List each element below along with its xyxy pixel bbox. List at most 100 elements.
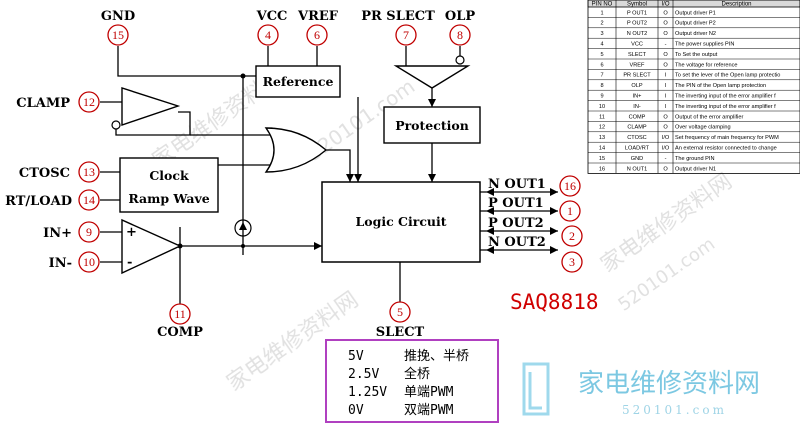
table-cell: The power supplies PIN [675,42,734,48]
table-cell: To Set the output [675,52,718,58]
table-cell: An external resistor connected to change [675,146,777,152]
pin-name-p-out1: P OUT1 [488,196,544,211]
table-cell: N OUT2 [627,31,648,37]
table-cell: O [663,21,668,27]
pin-name-n-out1: N OUT1 [488,177,546,192]
table-cell: P OUT1 [627,10,647,16]
table-cell: 16 [599,166,605,172]
table-cell: O [663,10,668,16]
table-cell: LOAD/RT [625,146,650,152]
table-cell: - [665,42,667,48]
pin-number-15: 15 [112,28,124,42]
logic-circuit-label: Logic Circuit [355,214,446,229]
clamp-reference-node [111,120,121,130]
table-cell: The inverting input of the error amplifi… [675,104,776,110]
table-cell: Output driver P2 [675,21,716,27]
table-cell: 11 [599,114,605,120]
olp-input-node [455,55,465,65]
pin-name-comp: COMP [157,325,203,340]
table-cell: 1 [600,10,603,16]
table-cell: I [665,104,667,110]
watermark-logo-url: 520101.com [622,403,727,417]
table-header-cell: Symbol [627,2,647,8]
table-cell: 6 [600,62,603,68]
watermark-logo-text: 家电维修资料网 [578,369,760,399]
table-cell: 8 [600,83,603,89]
table-cell: GND [631,156,643,162]
table-border [587,0,800,174]
pin-name-gnd: GND [101,9,135,24]
pin-name-pr-slect: PR SLECT [361,9,435,24]
pin-number-6: 6 [314,28,320,42]
pin-number-9: 9 [86,225,92,239]
clamp-comparator-symbol [121,87,181,126]
pin-name-olp: OLP [445,9,475,24]
table-cell: Output driver N1 [675,166,716,172]
mode-voltage: 0V [348,403,364,418]
table-cell: 2 [600,21,603,27]
mode-description: 单端PWM [404,385,454,400]
watermark-book-icon [522,362,550,416]
table-cell: 15 [599,156,605,162]
table-header-cell: Description [721,2,751,8]
pin-name-p-out2: P OUT2 [488,216,544,231]
table-header-bg [587,0,800,8]
or-gate-symbol [264,127,328,173]
mode-voltage: 2.5V [348,367,379,382]
mode-voltage: 1.25V [348,385,387,400]
table-cell: 9 [600,94,603,100]
pin-number-2: 2 [569,229,575,243]
pin-number-16: 16 [564,179,576,193]
table-cell: I/O [662,146,670,152]
table-cell: IN- [633,104,641,110]
table-cell: O [663,125,668,131]
mode-description: 全桥 [404,366,430,382]
ramp-wave-label: Ramp Wave [128,191,209,206]
table-cell: I/O [662,135,670,141]
pin-number-7: 7 [403,28,409,42]
amp-plus-sign: + [126,225,137,240]
mode-description: 双端PWM [404,403,454,418]
table-cell: O [663,62,668,68]
pin-number-12: 12 [83,95,95,109]
pin-name-vcc: VCC [256,9,288,24]
pin-name-n-out2: N OUT2 [488,235,546,250]
logic-circuit-block: Logic Circuit [321,181,481,263]
table-cell: The voltage for reference [675,62,738,68]
clock-label: Clock [149,168,189,183]
table-cell: The inverting input of the error amplifi… [675,94,776,100]
watermark-logo: 家电维修资料网 520101.com [522,362,760,417]
pin-name-vref: VREF [297,9,339,24]
pin-name-in-minus: IN- [49,256,72,271]
mode-voltage: 5V [348,349,364,364]
table-cell: 3 [600,31,603,37]
table-header-cell: I/O [661,2,669,8]
pin-number-5: 5 [397,305,403,319]
table-cell: CLAMP [627,125,647,131]
table-cell: PR SLECT [623,73,651,79]
table-cell: SLECT [628,52,647,58]
table-cell: Output driver P1 [675,10,716,16]
table-cell: 5 [600,52,603,58]
pin-name-in-plus: IN+ [43,226,72,241]
pin-number-11: 11 [174,307,186,321]
arrowheads [239,99,558,254]
table-cell: The ground PIN [675,156,715,162]
current-source-symbol [234,219,252,237]
table-cell: O [663,31,668,37]
pin-number-1: 1 [567,204,573,218]
table-cell: Output driver N2 [675,31,716,37]
table-cell: O [663,114,668,120]
protection-comparator-symbol [393,65,471,89]
table-cell: IN+ [633,94,642,100]
table-cell: - [665,156,667,162]
table-cell: VCC [631,42,643,48]
amp-minus-sign: - [127,255,132,270]
error-amplifier: + - [121,218,182,275]
protection-label: Protection [395,118,469,133]
chip-name: SAQ8818 [510,290,599,314]
table-cell: OLP [631,83,642,89]
